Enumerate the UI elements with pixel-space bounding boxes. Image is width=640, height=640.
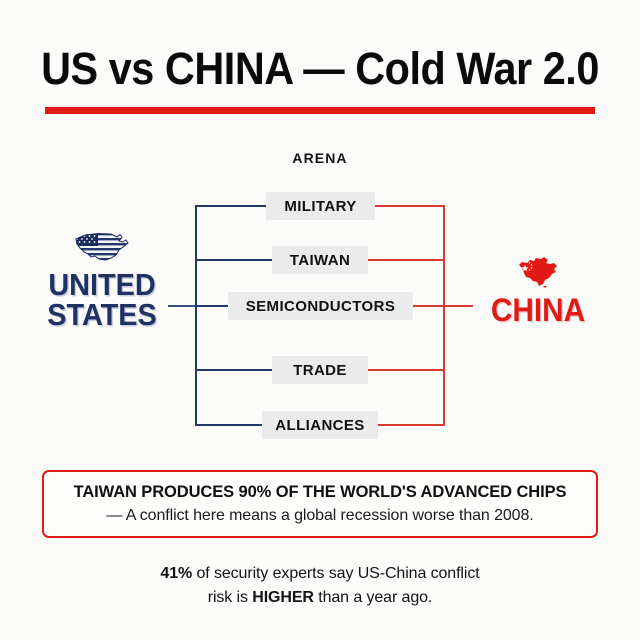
footnote-stat: 41% xyxy=(160,565,193,582)
title-underline-rule xyxy=(45,107,595,114)
footnote-text-2: risk is xyxy=(207,589,253,606)
comparison-diagram: MILITARY TAIWAN SEMICONDUCTORS TRADE ALL… xyxy=(0,180,640,440)
connector-right-taiwan xyxy=(368,259,445,261)
china-label: CHINA xyxy=(490,292,586,328)
arena-box-trade[interactable]: TRADE xyxy=(272,356,368,384)
united-states-label: UNITED STATES xyxy=(33,267,171,332)
us-stub-connector xyxy=(168,305,197,307)
connector-left-taiwan xyxy=(195,259,272,261)
arena-column-header: ARENA xyxy=(292,150,348,166)
us-flag-map-icon xyxy=(75,232,129,261)
china-bracket-spine xyxy=(443,206,445,426)
connector-right-trade xyxy=(368,369,445,371)
connector-left-trade xyxy=(195,369,272,371)
connector-left-military xyxy=(195,205,266,207)
china-map-icon xyxy=(519,257,557,288)
us-label-line2: STATES xyxy=(47,297,157,332)
connector-right-semiconductors xyxy=(413,305,445,307)
us-bracket-spine xyxy=(195,206,197,426)
united-states-block: UNITED STATES xyxy=(28,230,176,330)
callout-subline: — A conflict here means a global recessi… xyxy=(106,507,534,524)
callout-box: TAIWAN PRODUCES 90% OF THE WORLD'S ADVAN… xyxy=(42,470,598,538)
china-block: CHINA xyxy=(468,256,608,326)
footnote-text-3: than a year ago. xyxy=(313,589,433,606)
footnote-line1: 41% of security experts say US-China con… xyxy=(0,562,640,586)
us-label-line1: UNITED xyxy=(48,267,156,302)
connector-right-alliances xyxy=(378,424,445,426)
page-title: US vs CHINA — Cold War 2.0 xyxy=(41,43,599,94)
arena-box-alliances[interactable]: ALLIANCES xyxy=(262,411,378,439)
title-block: US vs CHINA — Cold War 2.0 xyxy=(0,43,640,114)
footnote-line2: risk is HIGHER than a year ago. xyxy=(0,586,640,610)
arena-box-semiconductors[interactable]: SEMICONDUCTORS xyxy=(228,292,413,320)
connector-right-military xyxy=(375,205,445,207)
footnote: 41% of security experts say US-China con… xyxy=(0,562,640,610)
connector-left-semiconductors xyxy=(195,305,228,307)
arena-box-military[interactable]: MILITARY xyxy=(266,192,375,220)
connector-left-alliances xyxy=(195,424,262,426)
china-stub-connector xyxy=(443,305,473,307)
callout-headline: TAIWAN PRODUCES 90% OF THE WORLD'S ADVAN… xyxy=(73,483,567,501)
footnote-text-1: of security experts say US-China conflic… xyxy=(192,565,480,582)
footnote-emphasis: HIGHER xyxy=(252,589,314,606)
arena-box-taiwan[interactable]: TAIWAN xyxy=(272,246,368,274)
